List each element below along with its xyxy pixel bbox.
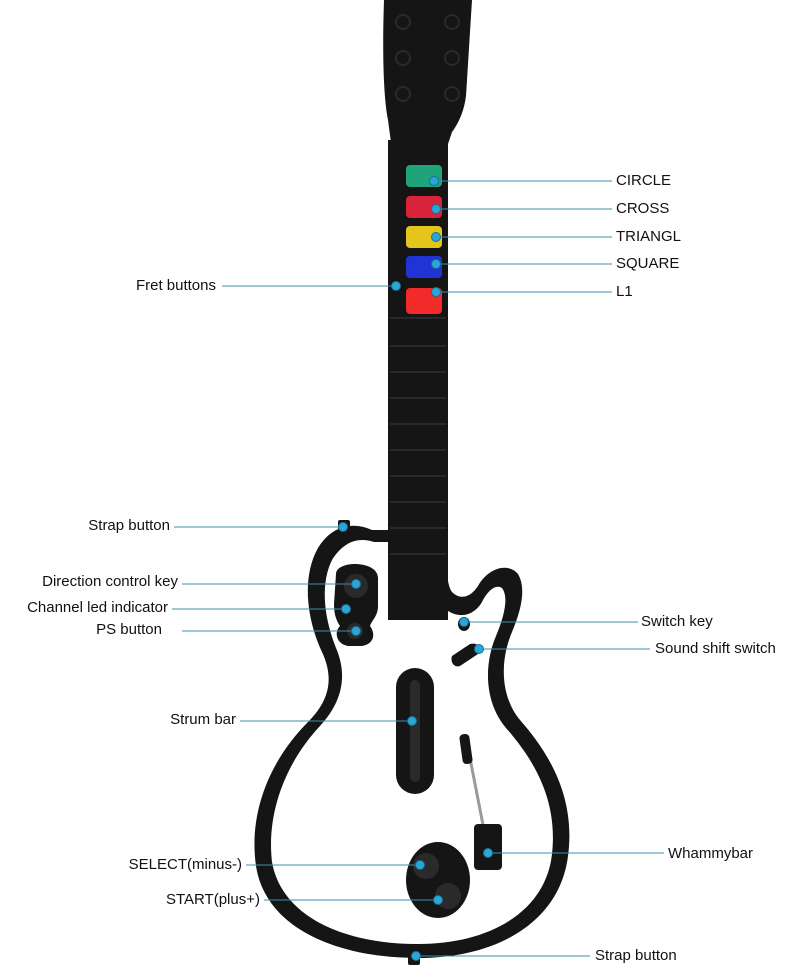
label-l1: L1: [616, 283, 633, 300]
label-cross: CROSS: [616, 200, 670, 217]
callout-dots: [338, 176, 493, 961]
label-whammybar: Whammybar: [668, 845, 754, 862]
label-ps-button: PS button: [96, 621, 162, 638]
select-start-cluster: [406, 842, 470, 918]
guitar-neck: [388, 140, 448, 620]
label-strap-button-bottom: Strap button: [595, 947, 677, 964]
label-square: SQUARE: [616, 255, 680, 272]
label-direction-control-key: Direction control key: [42, 573, 178, 590]
whammy-bar[interactable]: [474, 824, 502, 870]
label-strum-bar: Strum bar: [170, 711, 236, 728]
select-button[interactable]: [413, 853, 439, 879]
label-switch-key: Switch key: [641, 613, 713, 630]
label-channel-led-indicator: Channel led indicator: [27, 599, 168, 616]
fret-button-triangle[interactable]: [406, 226, 442, 248]
label-triangle: TRIANGL: [616, 228, 682, 245]
label-start: START(plus+): [165, 891, 260, 908]
leader-lines: [172, 180, 664, 957]
label-fret-buttons: Fret buttons: [135, 277, 216, 294]
label-circle: CIRCLE: [616, 172, 672, 189]
fret-lines: [390, 317, 446, 555]
label-sound-shift-switch: Sound shift switch: [655, 640, 776, 657]
headstock: [383, 0, 472, 150]
whammy-bar-tip: [459, 733, 473, 765]
tuner-pegs: [395, 14, 460, 102]
label-strap-button-top: Strap button: [88, 517, 170, 534]
strum-bar-slot: [410, 680, 420, 782]
sound-shift-switch[interactable]: [451, 643, 480, 667]
label-select: SELECT(minus-): [128, 856, 242, 873]
